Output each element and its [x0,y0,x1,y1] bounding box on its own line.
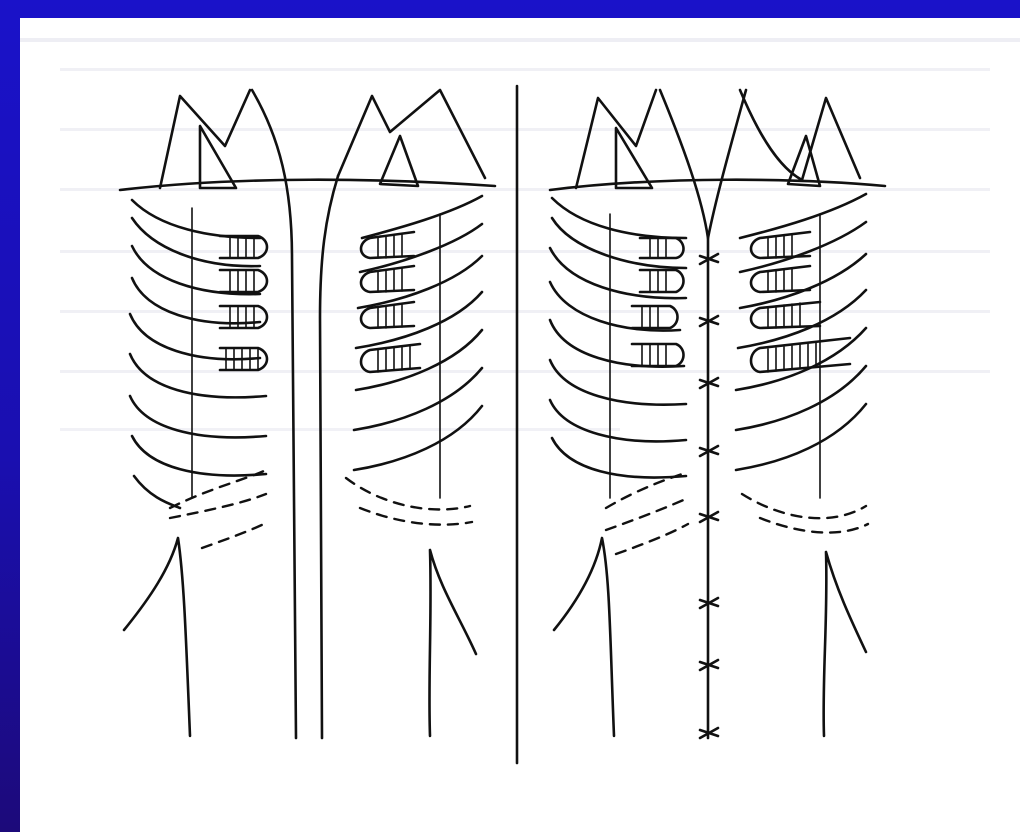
left-sternum-edge-a [252,90,296,738]
right-sternum-v [660,90,746,238]
figure-panel [20,18,1020,832]
right-neck-left-triangle [616,128,652,188]
left-abdomen-left [124,538,190,736]
surgical-diagram [20,18,1020,832]
right-neck-right-outline [740,90,860,180]
left-dashed-margin-b [170,494,266,518]
right-dashed-margin-d [742,494,866,518]
left-sternum-edge-b [320,176,338,738]
left-rib-cage-right [354,196,482,498]
right-dashed-margin-e [760,518,868,533]
left-abdomen-right [429,550,476,736]
left-neck-right-triangle [380,136,418,186]
right-panel [550,90,885,738]
left-dashed-margin-e [360,508,472,525]
right-abdomen-right [824,552,866,736]
right-dashed-margin-c [616,524,688,554]
right-neck-right-triangle [788,136,820,186]
left-dashed-margin-d [346,478,470,510]
scan-bleed-through [20,38,1020,431]
right-cartilage-hatching-left [632,238,684,366]
left-neck-left-outline [160,90,250,188]
left-panel [120,90,495,738]
left-cartilage-hatching-left [220,236,267,370]
left-dashed-margin-c [202,522,268,548]
right-dashed-margin-b [606,498,688,530]
right-abdomen-left [554,538,614,736]
